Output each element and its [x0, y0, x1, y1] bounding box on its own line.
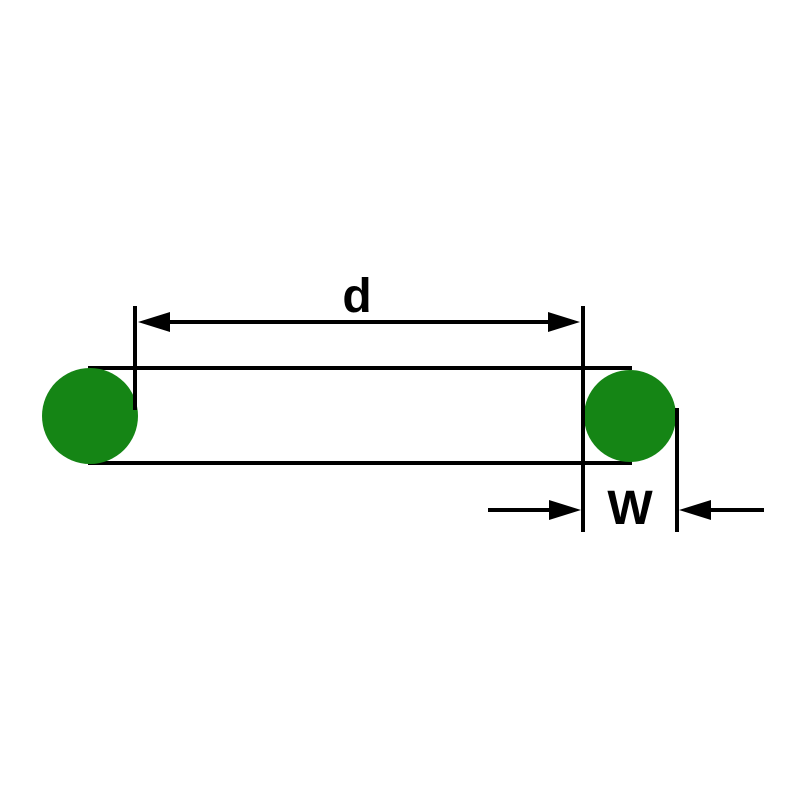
d-dimension-label: d [342, 270, 371, 323]
w-left-arrowhead [549, 500, 581, 520]
left-oring-section [42, 368, 138, 464]
w-right-arrowhead [679, 500, 711, 520]
d-left-arrowhead [138, 312, 170, 332]
right-oring-section [584, 370, 676, 462]
d-right-arrowhead [548, 312, 580, 332]
w-dimension-label: W [607, 482, 653, 535]
